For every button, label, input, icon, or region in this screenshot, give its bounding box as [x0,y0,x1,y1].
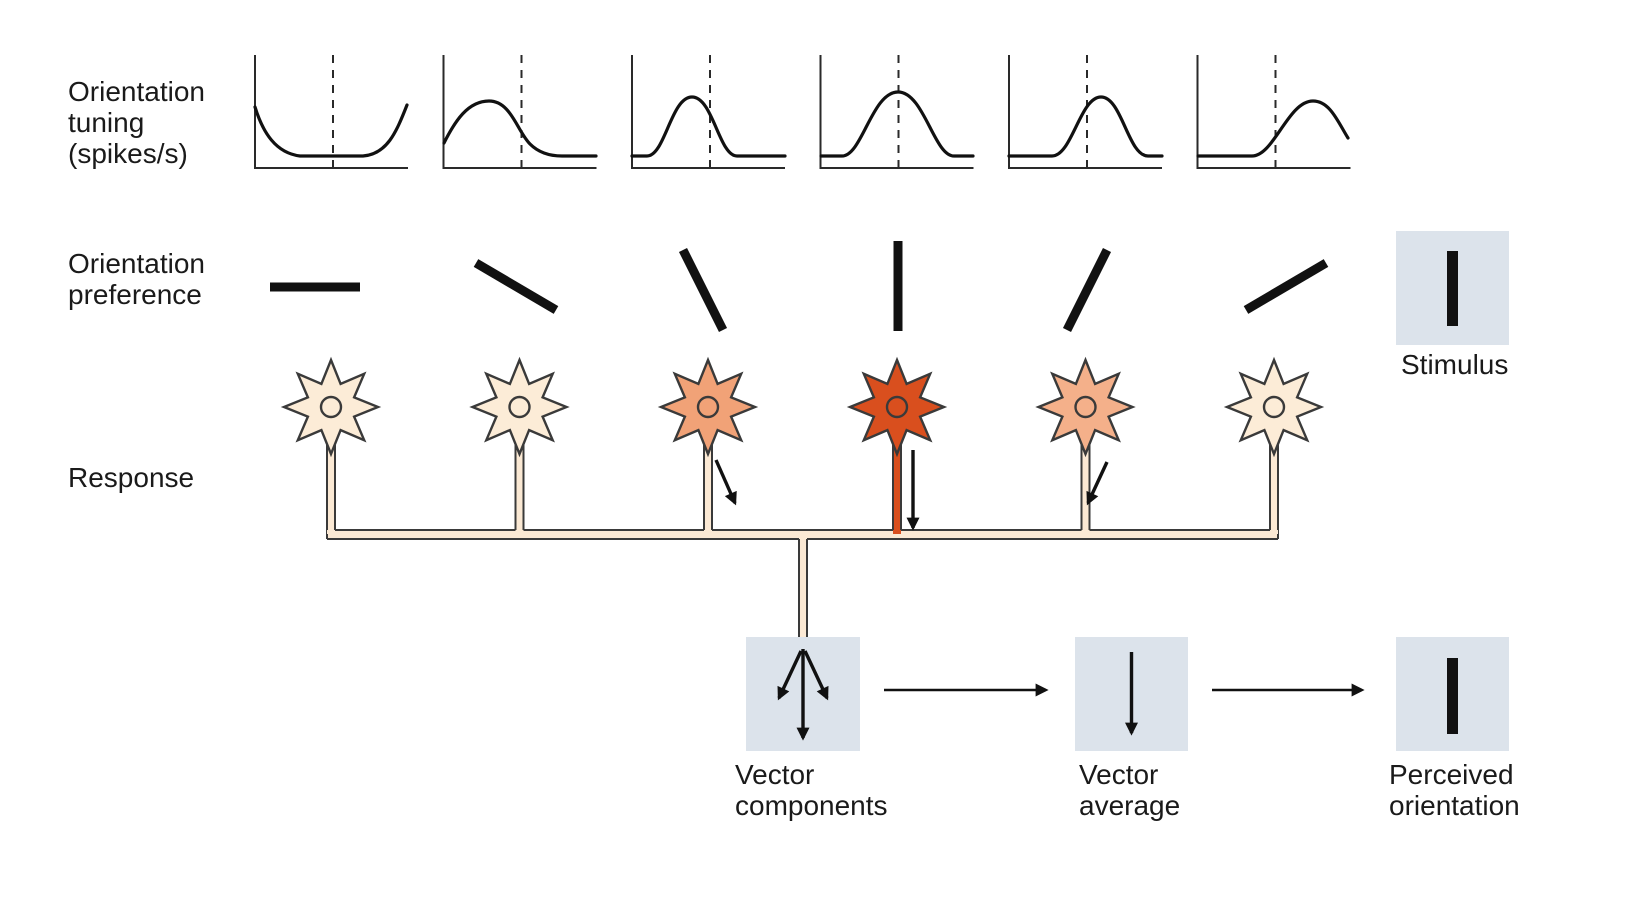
component-arrow-down-left [777,650,803,701]
axon-fill [327,445,335,534]
neuron-nucleus [1074,395,1097,419]
neuron-nucleus [508,395,531,419]
neuron-nucleus [696,395,720,419]
tuning-curve [630,95,787,158]
plot-axes [254,55,408,169]
orientation-tuning-label-line2: tuning [68,107,144,138]
axon-fill [515,445,524,534]
orientation-preference-label-line2: preference [68,279,202,310]
orientation-tuning-label-line1: Orientation [68,76,205,107]
neuron-body [471,358,568,456]
axon-4 [892,445,902,534]
neuron-body [848,358,946,456]
plot-axes [819,55,974,169]
neuron-1 [282,358,380,456]
response-arrow-neuron-5 [1086,461,1109,506]
orientation-bar-5 [1062,247,1112,333]
plot-axes [1196,55,1351,169]
perceived-orientation-label-line2: orientation [1389,790,1520,821]
vector-components-label-line1: Vector [735,759,814,790]
neuron-body [1225,358,1323,456]
neuron-2 [471,358,568,456]
pipe-fill [799,535,807,638]
axon-fill [1081,445,1090,534]
plot-axes [1008,55,1162,169]
neuron-5 [1037,358,1134,456]
output-pipe [798,535,808,638]
orientation-preference-label-line1: Orientation [68,248,205,279]
plot-axes [442,55,597,169]
axon-1 [326,445,336,534]
neuron-body [1037,358,1134,456]
neuron-body [282,358,380,456]
axon-fill [704,445,712,534]
vector-components-label-line2: components [735,790,888,821]
neuron-6 [1225,358,1323,456]
tuning-plot-6 [1196,55,1351,169]
tuning-curve [1007,95,1164,158]
axon-6 [1269,445,1279,534]
orientation-bar-6 [1243,259,1329,314]
stimulus-label: Stimulus [1401,349,1508,380]
tuning-plot-1 [253,55,409,169]
orientation-bar-3 [678,247,728,333]
neuron-nucleus [885,395,909,419]
axon-2 [514,445,525,534]
tuning-plot-5 [1007,55,1164,169]
tuning-plot-4 [819,55,975,169]
response-arrow-neuron-3 [714,459,737,506]
tuning-curve [1196,99,1350,158]
plot-axes [631,55,785,169]
neuron-nucleus [1262,395,1286,419]
orientation-bar-2 [473,259,559,314]
vector-average-label-line1: Vector [1079,759,1158,790]
neuron-4 [848,358,946,456]
tuning-plot-3 [630,55,787,169]
axon-3 [703,445,713,534]
neuron-body [659,358,757,456]
orientation-tuning-label-line3: (spikes/s) [68,138,188,169]
tuning-curve [253,103,409,158]
neuron-nucleus [319,395,343,419]
perceived-orientation-label-line1: Perceived [1389,759,1514,790]
neuron-3 [659,358,757,456]
axon-fill [1270,445,1278,534]
tuning-plot-2 [442,55,598,169]
axon-5 [1080,445,1091,534]
tuning-curve [819,90,975,158]
response-label: Response [68,462,194,493]
axon-fill [893,445,901,534]
component-arrow-down-right [803,650,829,701]
tuning-curve [442,99,598,158]
bus-fill [327,530,1278,539]
vector-average-label-line2: average [1079,790,1180,821]
